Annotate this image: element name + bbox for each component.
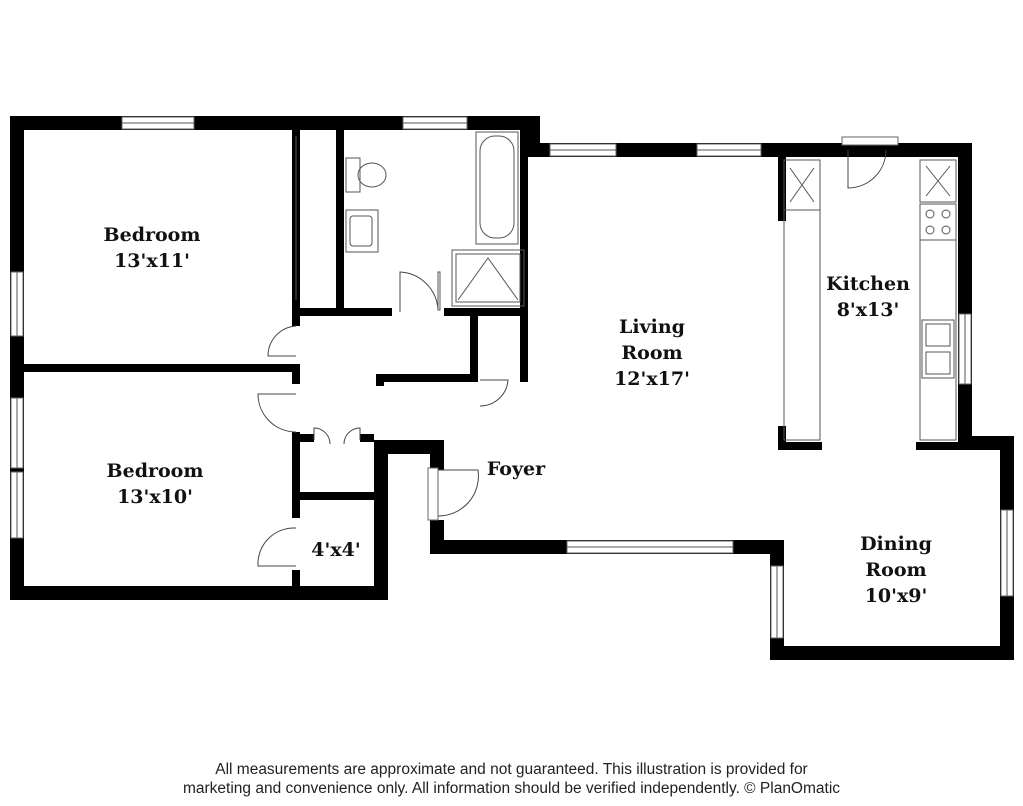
kitchen-size: 8'x13' xyxy=(837,299,900,321)
dining-room-size: 10'x9' xyxy=(865,585,928,607)
bedroom-2-size: 13'x10' xyxy=(117,486,193,508)
exterior-walls xyxy=(10,116,1014,660)
foyer-name: Foyer xyxy=(487,458,546,480)
living-room-name-line1: Living xyxy=(619,316,685,338)
bedroom-1-name: Bedroom xyxy=(104,224,201,246)
kitchen-name: Kitchen xyxy=(826,273,910,295)
bedroom-1-size: 13'x11' xyxy=(114,250,190,272)
floor-plan: Bedroom 13'x11' Bedroom 13'x10' 4'x4' Li… xyxy=(10,116,1014,660)
interior-walls xyxy=(24,130,972,590)
dining-room-name-line1: Dining xyxy=(860,533,932,555)
disclaimer-line-1: All measurements are approximate and not… xyxy=(215,761,808,778)
doors xyxy=(257,136,887,567)
windows xyxy=(10,116,1014,639)
disclaimer-line-2: marketing and convenience only. All info… xyxy=(182,780,841,797)
bedroom-2-name: Bedroom xyxy=(107,460,204,482)
room-labels: Bedroom 13'x11' Bedroom 13'x10' 4'x4' Li… xyxy=(104,224,932,607)
closet-size: 4'x4' xyxy=(311,539,360,561)
dining-room-name-line2: Room xyxy=(865,559,926,581)
living-room-size: 12'x17' xyxy=(614,368,690,390)
disclaimer: All measurements are approximate and not… xyxy=(0,760,1023,798)
fixtures xyxy=(345,131,957,441)
living-room-name-line2: Room xyxy=(621,342,682,364)
